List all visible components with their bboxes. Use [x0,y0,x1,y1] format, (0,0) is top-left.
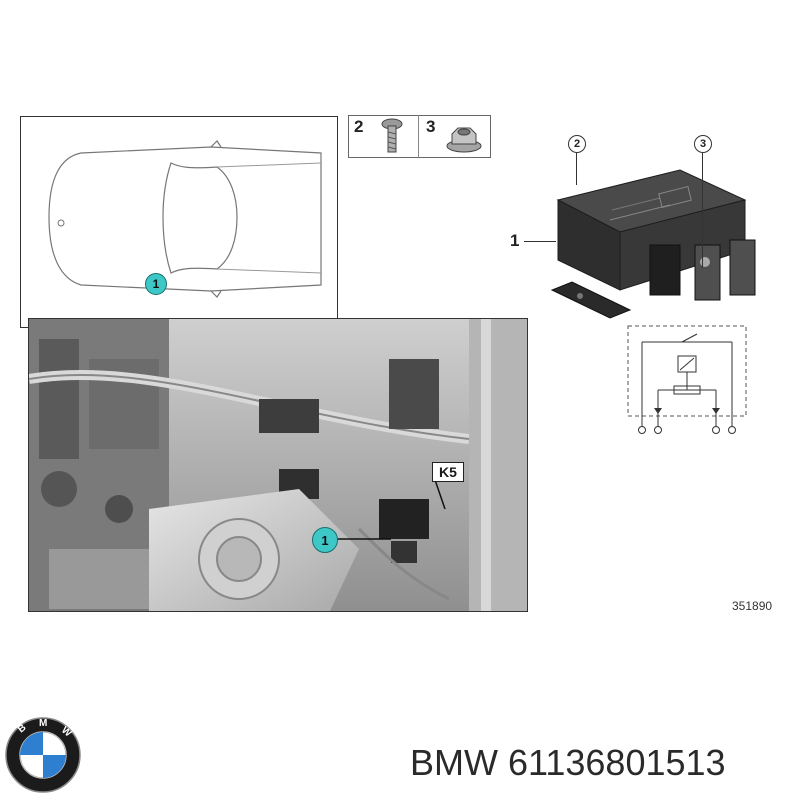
parts-divider [418,115,419,158]
svg-text:M: M [39,718,47,729]
part-1-number: 1 [510,231,520,250]
car-outline-drawing [48,140,322,298]
bolt-icon [378,118,406,161]
car-location-marker: 1 [145,273,167,295]
engine-bay-illustration [29,319,527,611]
brand-part-number: BMW 61136801513 [410,742,726,783]
engine-bay-photo: 1 [28,318,528,612]
part-3-number: 3 [426,117,436,136]
relay-k5-label: K5 [432,462,464,482]
relay-part-image [530,150,790,335]
flange-nut-icon [444,122,484,159]
part-3-callout: 3 [694,135,712,153]
part-2-number: 2 [354,117,364,136]
part-2-callout: 2 [568,135,586,153]
part-1-leader [524,241,556,242]
bmw-logo: B M W [4,716,82,799]
relay-schematic [622,320,752,445]
part-3-leader [702,153,703,268]
vehicle-location-view: 1 [20,116,338,328]
illustration-reference-number: 351890 [732,599,773,613]
relay-location-marker: 1 [312,527,338,553]
part-2-leader [576,153,577,185]
